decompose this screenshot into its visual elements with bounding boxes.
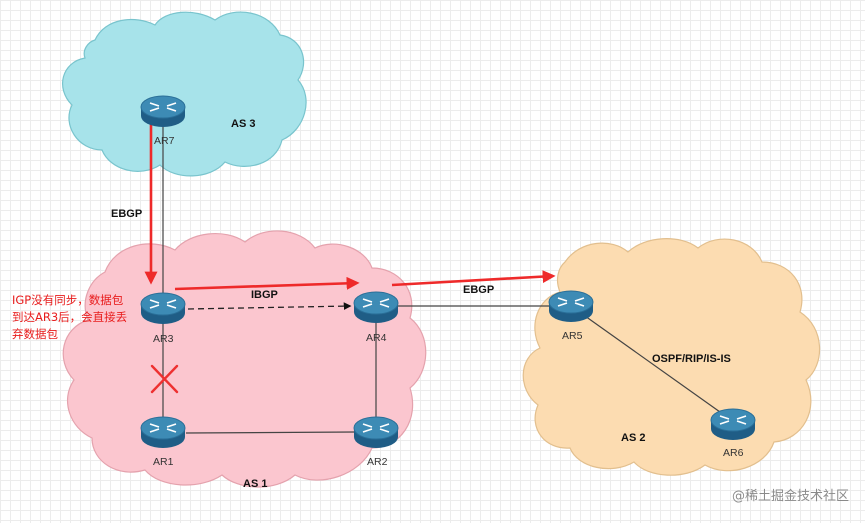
ebgp-label-horizontal: EBGP	[463, 284, 494, 296]
router-ar4-icon	[353, 291, 399, 323]
cloud-as1	[62, 230, 427, 488]
watermark: @稀土掘金技术社区	[732, 488, 849, 504]
as1-label: AS 1	[243, 478, 267, 490]
router-ar4-label: AR4	[366, 332, 387, 344]
router-ar1-label: AR1	[153, 456, 174, 468]
cloud-as3	[62, 11, 307, 177]
igp-as2-label: OSPF/RIP/IS-IS	[652, 353, 731, 365]
drop-x-icon	[150, 364, 179, 394]
annotation-line-2: 到达AR3后，会直接丢	[12, 310, 127, 324]
router-ar5-label: AR5	[562, 330, 583, 342]
router-ar2-icon	[353, 416, 399, 448]
router-ar5-icon	[548, 290, 594, 322]
link-ar5-ar6	[584, 315, 721, 413]
ebgp-label-vertical: EBGP	[111, 208, 142, 220]
router-ar6-icon	[710, 408, 756, 440]
link-ar1-ar2	[185, 431, 356, 434]
ibgp-label: IBGP	[251, 289, 278, 301]
router-ar1-icon	[140, 416, 186, 448]
router-ar2-label: AR2	[367, 456, 388, 468]
as3-label: AS 3	[231, 118, 255, 130]
route-arrow-ar4-ar5	[391, 270, 556, 287]
router-ar7-label: AR7	[154, 135, 175, 147]
router-ar7-icon	[140, 95, 186, 127]
annotation-line-1: IGP没有同步，数据包	[12, 293, 124, 307]
annotation-line-3: 弃数据包	[12, 327, 58, 341]
router-ar3-icon	[140, 292, 186, 324]
as2-label: AS 2	[621, 432, 645, 444]
route-arrow-ar3-ar4	[174, 276, 360, 291]
router-ar6-label: AR6	[723, 447, 744, 459]
ibgp-session-line	[187, 302, 352, 311]
router-ar3-label: AR3	[153, 333, 174, 345]
